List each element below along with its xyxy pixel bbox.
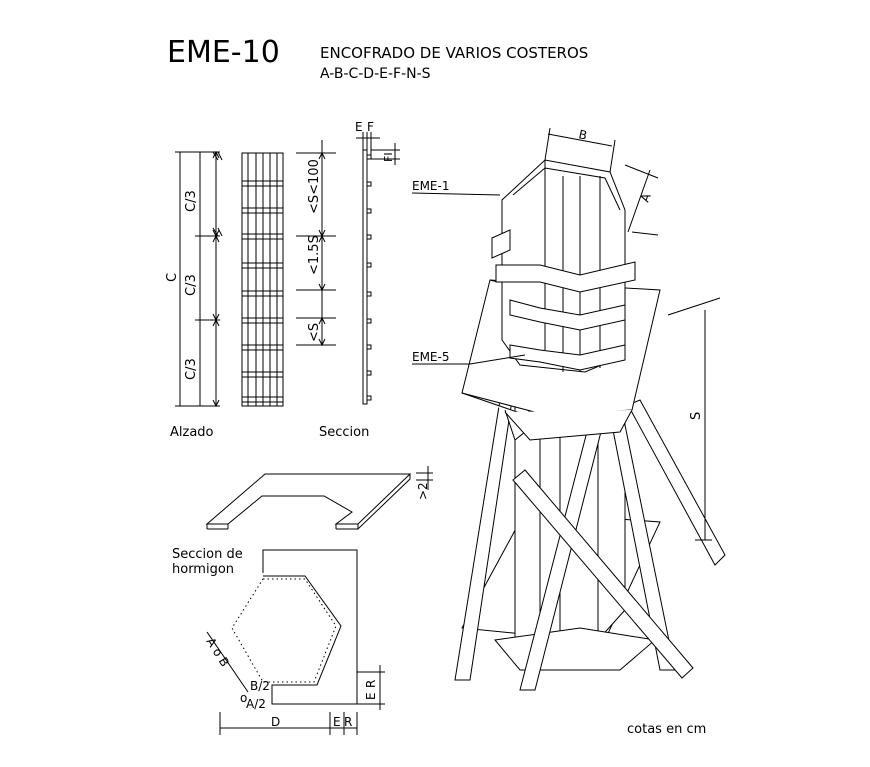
drawing-subtitle: A-B-C-D-E-F-N-S xyxy=(320,66,431,82)
dim-s-le-100: <S<100 xyxy=(307,159,322,214)
dim-s-height: S xyxy=(689,412,704,420)
spacing-dimensions xyxy=(296,140,336,347)
dim-r-bottom: R xyxy=(344,715,352,729)
dim-f: F xyxy=(367,120,374,134)
eme5-plate-detail xyxy=(205,466,433,531)
formwork-isometric xyxy=(411,127,726,691)
dim-b2: B/2 xyxy=(250,679,270,693)
label-eme1: EME-1 xyxy=(412,179,449,193)
dim-r-side: R xyxy=(364,680,378,688)
dim-e-side: E xyxy=(364,692,378,700)
dim-a2: A/2 xyxy=(246,697,266,711)
drawing-title: ENCOFRADO DE VARIOS COSTEROS xyxy=(320,44,588,62)
dim-a-o-b: A o B xyxy=(203,635,232,669)
dim-b: B xyxy=(577,127,588,142)
label-alzado: Alzado xyxy=(170,425,214,440)
dim-o: o xyxy=(240,691,247,705)
dim-c3-middle: C/3 xyxy=(184,274,199,296)
label-seccion: Seccion xyxy=(319,425,369,440)
dim-c: C xyxy=(165,273,180,282)
dim-d: D xyxy=(271,715,280,729)
dim-e-bottom: E xyxy=(333,715,341,729)
dim-c3-top: C/3 xyxy=(184,190,199,212)
dim-c3-bottom: C/3 xyxy=(184,358,199,380)
drawing-code: EME-10 xyxy=(167,35,280,70)
dim-e: E xyxy=(355,120,363,134)
dim-fi: FI xyxy=(382,152,395,162)
alzado-dimensions xyxy=(175,150,223,408)
seccion-profile xyxy=(356,132,400,405)
label-eme5: EME-5 xyxy=(412,350,449,364)
concrete-section xyxy=(206,549,385,735)
dim-ge-2: >2 xyxy=(416,482,430,500)
alzado-panel xyxy=(241,152,284,407)
label-seccion-hormigon-1: Seccion de xyxy=(172,547,243,562)
dim-1-5s: <1.5S xyxy=(307,235,322,275)
label-seccion-hormigon-2: hormigon xyxy=(172,562,234,577)
dim-a: A xyxy=(638,191,654,204)
dim-s: <S xyxy=(307,323,322,342)
label-cotas: cotas en cm xyxy=(627,722,706,737)
